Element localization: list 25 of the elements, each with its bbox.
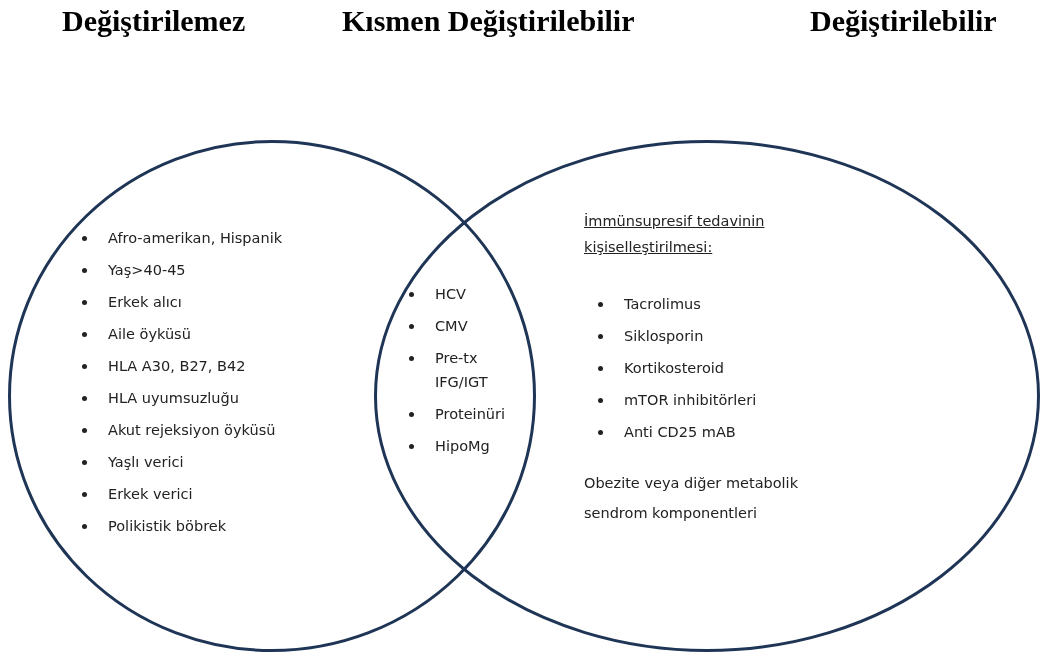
note-text: Obezite veya diğer metabolik sendrom komponentleri <box>584 474 800 523</box>
list-item: CMV <box>435 318 468 334</box>
list-item: Erkek verici <box>108 486 193 502</box>
list-item: HCV <box>435 286 466 302</box>
list-item: HLA A30, B27, B42 <box>108 358 246 374</box>
list-item: Proteinüri <box>435 406 505 422</box>
list-item: HLA uyumsuzluğu <box>108 390 239 406</box>
heading: Değiştirilemez <box>62 4 246 38</box>
list-item: Afro-amerikan, Hispanik <box>108 230 283 246</box>
heading: Değiştirilebilir <box>810 4 997 38</box>
list-item: Aile öyküsü <box>108 326 191 342</box>
section-heading: İmmünsupresif tedavinin kişiselleştirilmesi: <box>584 212 766 257</box>
list-item: HipoMg <box>435 438 490 454</box>
list-item: Kortikosteroid <box>624 360 724 376</box>
list-item: Tacrolimus <box>624 296 701 312</box>
list-item: Yaşlı verici <box>108 454 184 470</box>
list-item: Yaş>40-45 <box>108 262 186 278</box>
list-item: Siklosporin <box>624 328 704 344</box>
heading: Kısmen Değiştirilebilir <box>342 4 635 38</box>
list-item: mTOR inhibitörleri <box>624 392 757 408</box>
list-item: Anti CD25 mAB <box>624 424 736 440</box>
list-item: Erkek alıcı <box>108 294 182 310</box>
list-item: Pre-tx IFG/IGT <box>435 350 488 390</box>
list-item: Polikistik böbrek <box>108 518 227 534</box>
list-item: Akut rejeksiyon öyküsü <box>108 422 276 438</box>
